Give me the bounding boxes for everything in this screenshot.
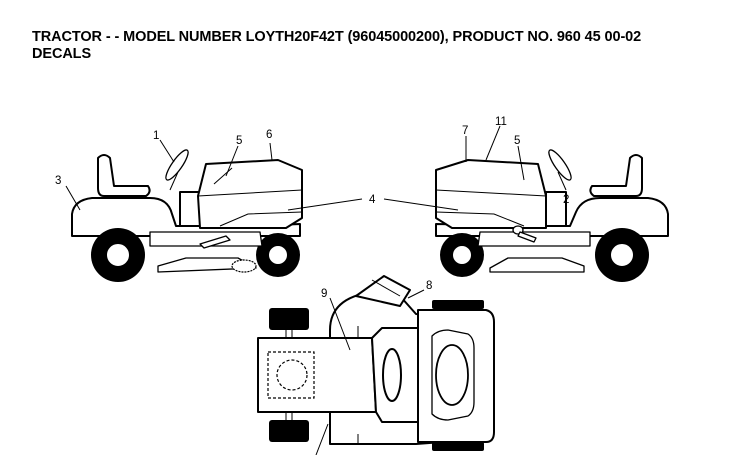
callout-5-right: 5 [514,135,520,147]
callout-1: 1 [153,130,159,142]
tractor-right-side-view [383,125,669,282]
callout-9: 9 [321,288,327,300]
callout-11: 11 [495,116,507,128]
callout-7: 7 [462,125,468,137]
page-title: TRACTOR - - MODEL NUMBER LOYTH20F42T (96… [32,29,641,63]
callout-2: 2 [563,194,569,206]
title-line-1: TRACTOR - - MODEL NUMBER LOYTH20F42T (96… [32,29,642,45]
tractor-top-view [257,275,495,455]
callout-5-left: 5 [236,135,242,147]
callout-4: 4 [369,194,376,206]
callout-6: 6 [266,129,272,141]
callout-3: 3 [55,175,61,187]
callout-8: 8 [426,280,432,292]
tractor-left-side-view [65,139,363,282]
title-line-2: DECALS [32,46,92,62]
